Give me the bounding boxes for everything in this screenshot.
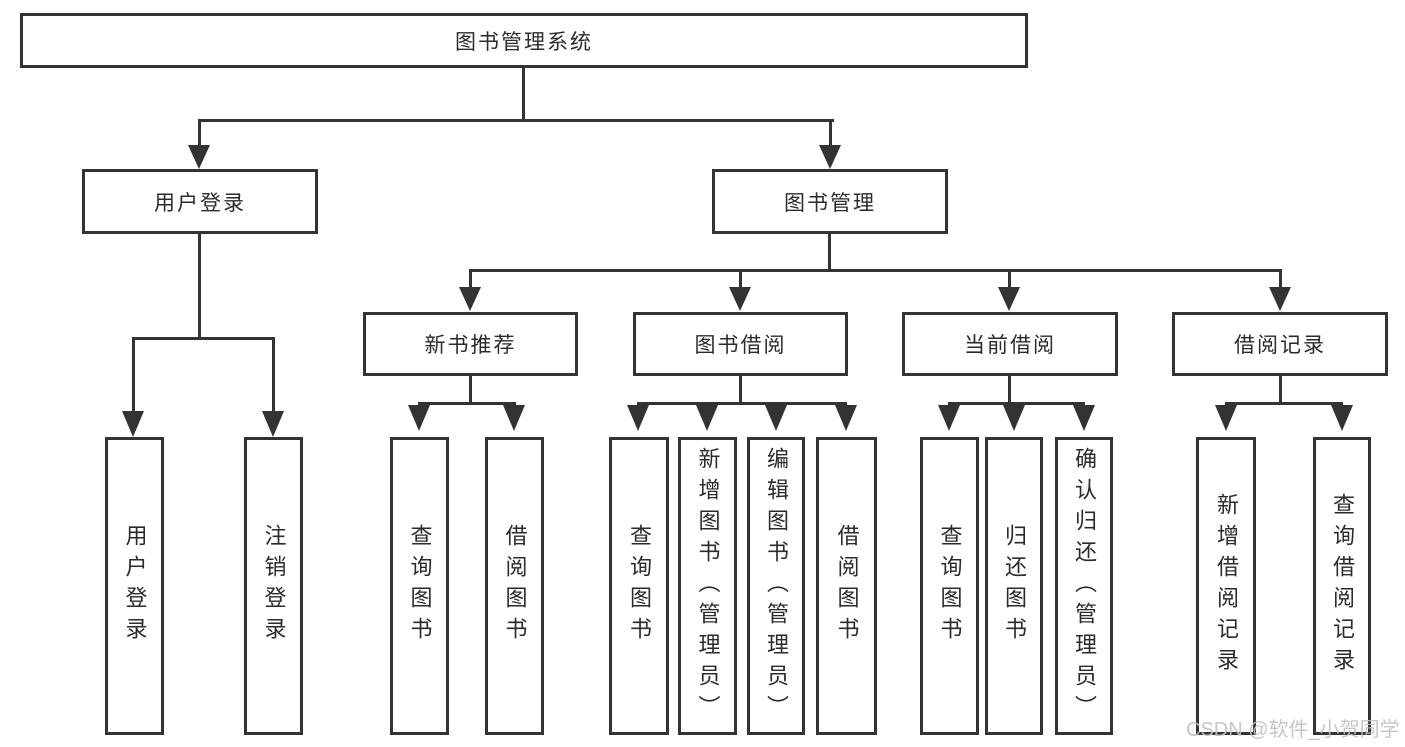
connector-borrow-records-stem: [1279, 269, 1282, 289]
connector-current-borrow-drop: [1008, 375, 1011, 404]
arrowhead-borrow-books-recommend-icon: [503, 405, 525, 431]
connector-borrow-records-bus: [1225, 402, 1343, 405]
leaf-confirm-return-admin-label: 确认归还（管理员）: [1072, 446, 1097, 726]
leaf-return-books-label: 归还图书: [1002, 524, 1027, 648]
node-root-label: 图书管理系统: [455, 30, 593, 54]
leaf-query-borrow-record-label: 查询借阅记录: [1330, 493, 1355, 679]
arrowhead-return-books-icon: [1003, 405, 1025, 431]
connector-book-borrow-drop: [739, 375, 742, 404]
connector-book-borrow-stem: [739, 269, 742, 289]
node-user-login-label: 用户登录: [154, 191, 246, 215]
connector-user-login-stem: [198, 119, 201, 147]
node-new-book-recommend-label: 新书推荐: [424, 334, 517, 357]
leaf-borrow-books-recommend-label: 借阅图书: [502, 524, 528, 648]
leaf-query-books-borrow-label: 查询图书: [627, 524, 652, 648]
arrowhead-add-books-admin-icon: [696, 405, 718, 431]
leaf-logout-label: 注销登录: [261, 524, 287, 648]
arrowhead-leaf-user-login-icon: [122, 411, 144, 437]
connector-level2-bus: [198, 119, 834, 122]
leaf-add-books-admin-label: 新增图书（管理员）: [695, 446, 721, 726]
connector-level3-bus: [469, 269, 1282, 272]
node-book-borrow: 图书借阅: [633, 312, 848, 376]
leaf-edit-books-admin: 编辑图书（管理员）: [747, 437, 805, 735]
arrowhead-current-borrow-icon: [998, 287, 1020, 311]
node-new-book-recommend: 新书推荐: [363, 312, 578, 376]
connector-root-drop: [522, 66, 525, 121]
node-root: 图书管理系统: [20, 13, 1028, 68]
leaf-query-books-recommend-label: 查询图书: [407, 524, 433, 648]
connector-new-book-recommend-drop: [469, 375, 472, 404]
leaf-user-login: 用户登录: [105, 437, 164, 735]
leaf-query-books-current: 查询图书: [920, 437, 979, 735]
node-book-management-label: 图书管理: [784, 191, 876, 215]
connector-borrow-records-drop: [1279, 375, 1282, 404]
connector-new-book-recommend-stem: [469, 269, 472, 289]
node-user-login: 用户登录: [82, 169, 318, 234]
leaf-query-books-current-label: 查询图书: [937, 524, 963, 648]
arrowhead-query-books-recommend-icon: [408, 405, 430, 431]
leaf-borrow-books: 借阅图书: [816, 437, 877, 735]
node-current-borrow-label: 当前借阅: [964, 334, 1056, 357]
arrowhead-leaf-logout-icon: [262, 411, 284, 437]
node-book-borrow-label: 图书借阅: [694, 334, 787, 357]
arrowhead-query-borrow-record-icon: [1331, 405, 1353, 431]
arrowhead-confirm-return-admin-icon: [1073, 405, 1095, 431]
leaf-add-borrow-record-label: 新增借阅记录: [1214, 493, 1239, 679]
connector-leaf-user-login-stem: [132, 337, 135, 415]
arrowhead-edit-books-admin-icon: [765, 405, 787, 431]
arrowhead-borrow-records-icon: [1269, 287, 1291, 311]
arrowhead-book-borrow-icon: [729, 287, 751, 311]
connector-current-borrow-bus: [948, 402, 1085, 405]
connector-new-book-recommend-bus: [418, 402, 516, 405]
leaf-return-books: 归还图书: [985, 437, 1043, 735]
arrowhead-add-borrow-record-icon: [1215, 405, 1237, 431]
arrowhead-new-book-recommend-icon: [459, 287, 481, 311]
connector-leaf-logout-stem: [272, 337, 275, 415]
leaf-add-borrow-record: 新增借阅记录: [1196, 437, 1256, 735]
arrowhead-borrow-books-icon: [835, 405, 857, 431]
connector-user-login-bus: [132, 337, 275, 340]
leaf-logout: 注销登录: [244, 437, 303, 735]
leaf-user-login-label: 用户登录: [122, 524, 148, 648]
node-borrow-records: 借阅记录: [1172, 312, 1388, 376]
leaf-query-books-borrow: 查询图书: [609, 437, 669, 735]
leaf-confirm-return-admin: 确认归还（管理员）: [1055, 437, 1113, 735]
connector-book-management-drop: [828, 233, 831, 272]
node-borrow-records-label: 借阅记录: [1234, 334, 1326, 357]
connector-book-management-stem: [829, 119, 832, 147]
arrowhead-query-books-current-icon: [938, 405, 960, 431]
connector-user-login-drop: [198, 233, 201, 339]
node-book-management: 图书管理: [712, 169, 948, 234]
node-current-borrow: 当前借阅: [902, 312, 1118, 376]
leaf-borrow-books-recommend: 借阅图书: [485, 437, 544, 735]
leaf-edit-books-admin-label: 编辑图书（管理员）: [764, 446, 789, 726]
leaf-query-borrow-record: 查询借阅记录: [1313, 437, 1371, 735]
connector-book-borrow-bus: [637, 402, 847, 405]
arrowhead-query-books-borrow-icon: [627, 405, 649, 431]
leaf-query-books-recommend: 查询图书: [390, 437, 449, 735]
leaf-add-books-admin: 新增图书（管理员）: [678, 437, 737, 735]
csdn-watermark: CSDN @软件_小贺同学: [1186, 719, 1400, 741]
connector-current-borrow-stem: [1008, 269, 1011, 289]
arrowhead-book-management-icon: [819, 145, 841, 169]
leaf-borrow-books-label: 借阅图书: [834, 524, 860, 648]
arrowhead-user-login-icon: [188, 145, 210, 169]
